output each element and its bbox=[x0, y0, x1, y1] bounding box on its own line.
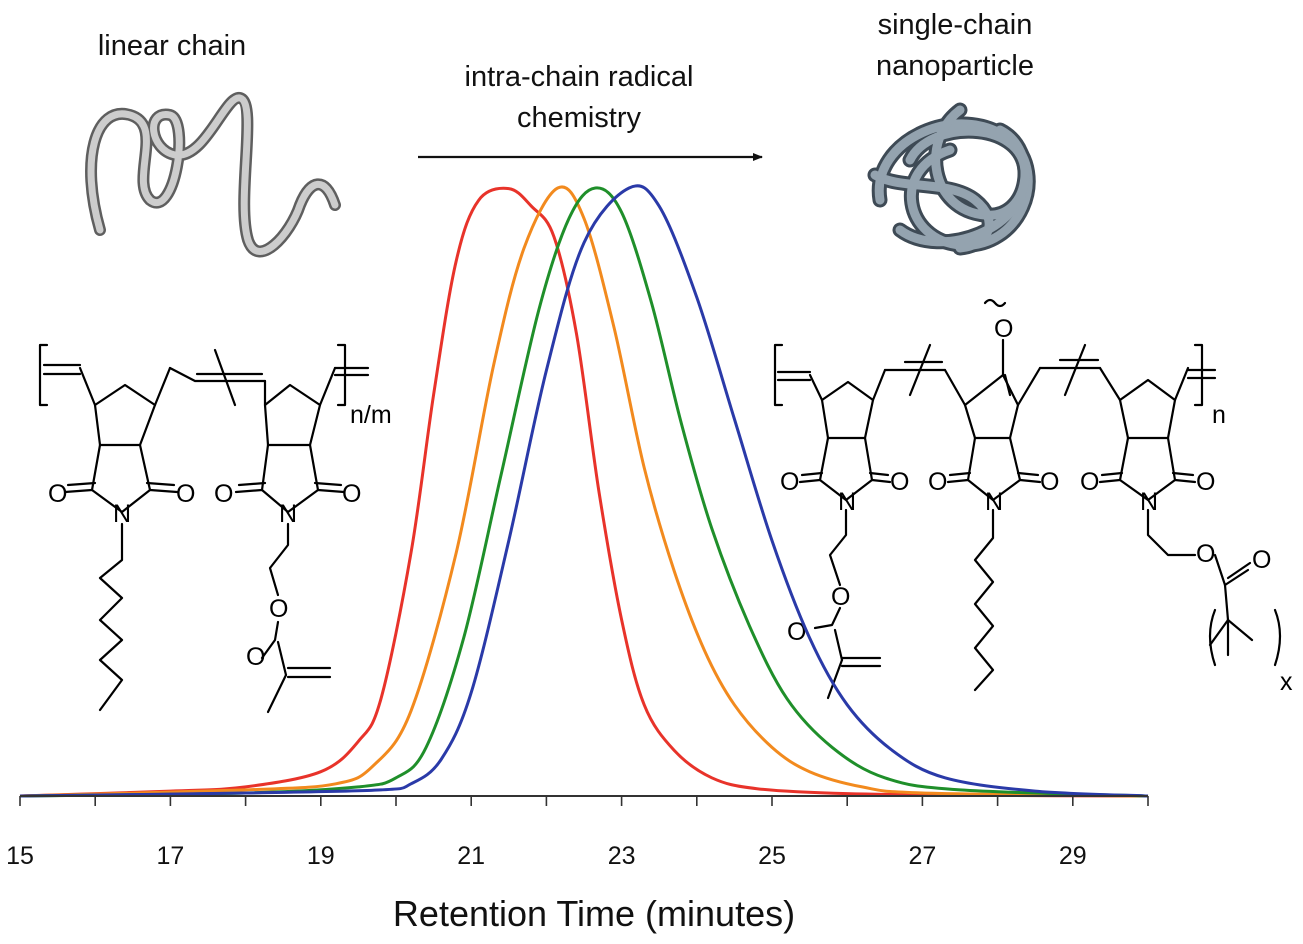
left-polymer-structure: O O N O O N O O n/m bbox=[38, 343, 392, 714]
x-tick-label-0: 15 bbox=[6, 842, 34, 870]
x-tick-label-1: 17 bbox=[156, 842, 184, 870]
series-blue-line bbox=[19, 184, 1149, 798]
right-n-3: N bbox=[1140, 488, 1158, 516]
nanoparticle-label-line1: single-chain bbox=[878, 9, 1033, 41]
x-tick-label-5: 25 bbox=[758, 842, 786, 870]
right-o-9: O bbox=[1196, 540, 1215, 568]
right-subscript: n bbox=[1212, 401, 1226, 429]
right-o-8: O bbox=[787, 618, 806, 646]
left-o-2: O bbox=[176, 480, 195, 508]
nanoparticle-illustration bbox=[867, 102, 1036, 256]
right-o-top: O bbox=[994, 315, 1013, 343]
right-o-7: O bbox=[831, 583, 850, 611]
right-o-4: O bbox=[1040, 468, 1059, 496]
x-axis-ticks bbox=[19, 796, 1149, 806]
x-axis-title: Retention Time (minutes) bbox=[393, 893, 795, 934]
left-subscript: n/m bbox=[350, 401, 392, 429]
linear-chain-label: linear chain bbox=[98, 30, 246, 62]
left-o-6: O bbox=[246, 643, 265, 671]
right-o-2: O bbox=[890, 468, 909, 496]
right-o-3: O bbox=[928, 468, 947, 496]
x-axis-tick-labels: 15 17 19 21 23 25 27 29 bbox=[6, 842, 1087, 870]
right-n-1: N bbox=[838, 488, 856, 516]
left-n-1: N bbox=[113, 500, 131, 528]
arrow-label-line1: intra-chain radical bbox=[465, 61, 694, 93]
x-tick-label-4: 23 bbox=[608, 842, 636, 870]
series-red-line bbox=[19, 186, 1149, 798]
x-tick-label-6: 27 bbox=[908, 842, 936, 870]
x-tick-label-7: 29 bbox=[1059, 842, 1087, 870]
right-o-5: O bbox=[1080, 468, 1099, 496]
left-o-3: O bbox=[214, 480, 233, 508]
right-n-2: N bbox=[985, 488, 1003, 516]
right-x-subscript: x bbox=[1280, 668, 1293, 696]
right-polymer-structure: O O O N O O N O O N O O O O n x bbox=[773, 298, 1293, 700]
nanoparticle-label-line2: nanoparticle bbox=[876, 50, 1034, 82]
left-o-4: O bbox=[342, 480, 361, 508]
right-o-6: O bbox=[1196, 468, 1215, 496]
linear-chain-illustration bbox=[85, 92, 341, 258]
chromatogram-curves bbox=[19, 184, 1149, 798]
left-n-2: N bbox=[279, 500, 297, 528]
chromatogram: 15 17 19 21 23 25 27 29 Retention Time (minutes… bbox=[6, 184, 1149, 934]
x-tick-label-3: 21 bbox=[457, 842, 485, 870]
x-tick-label-2: 19 bbox=[307, 842, 335, 870]
right-o-1: O bbox=[780, 468, 799, 496]
left-o-1: O bbox=[48, 480, 67, 508]
series-green-line bbox=[19, 186, 1149, 798]
left-o-5: O bbox=[269, 595, 288, 623]
arrow-label-line2: chemistry bbox=[517, 102, 642, 134]
series-orange-line bbox=[19, 185, 1149, 798]
right-o-10: O bbox=[1252, 546, 1271, 574]
